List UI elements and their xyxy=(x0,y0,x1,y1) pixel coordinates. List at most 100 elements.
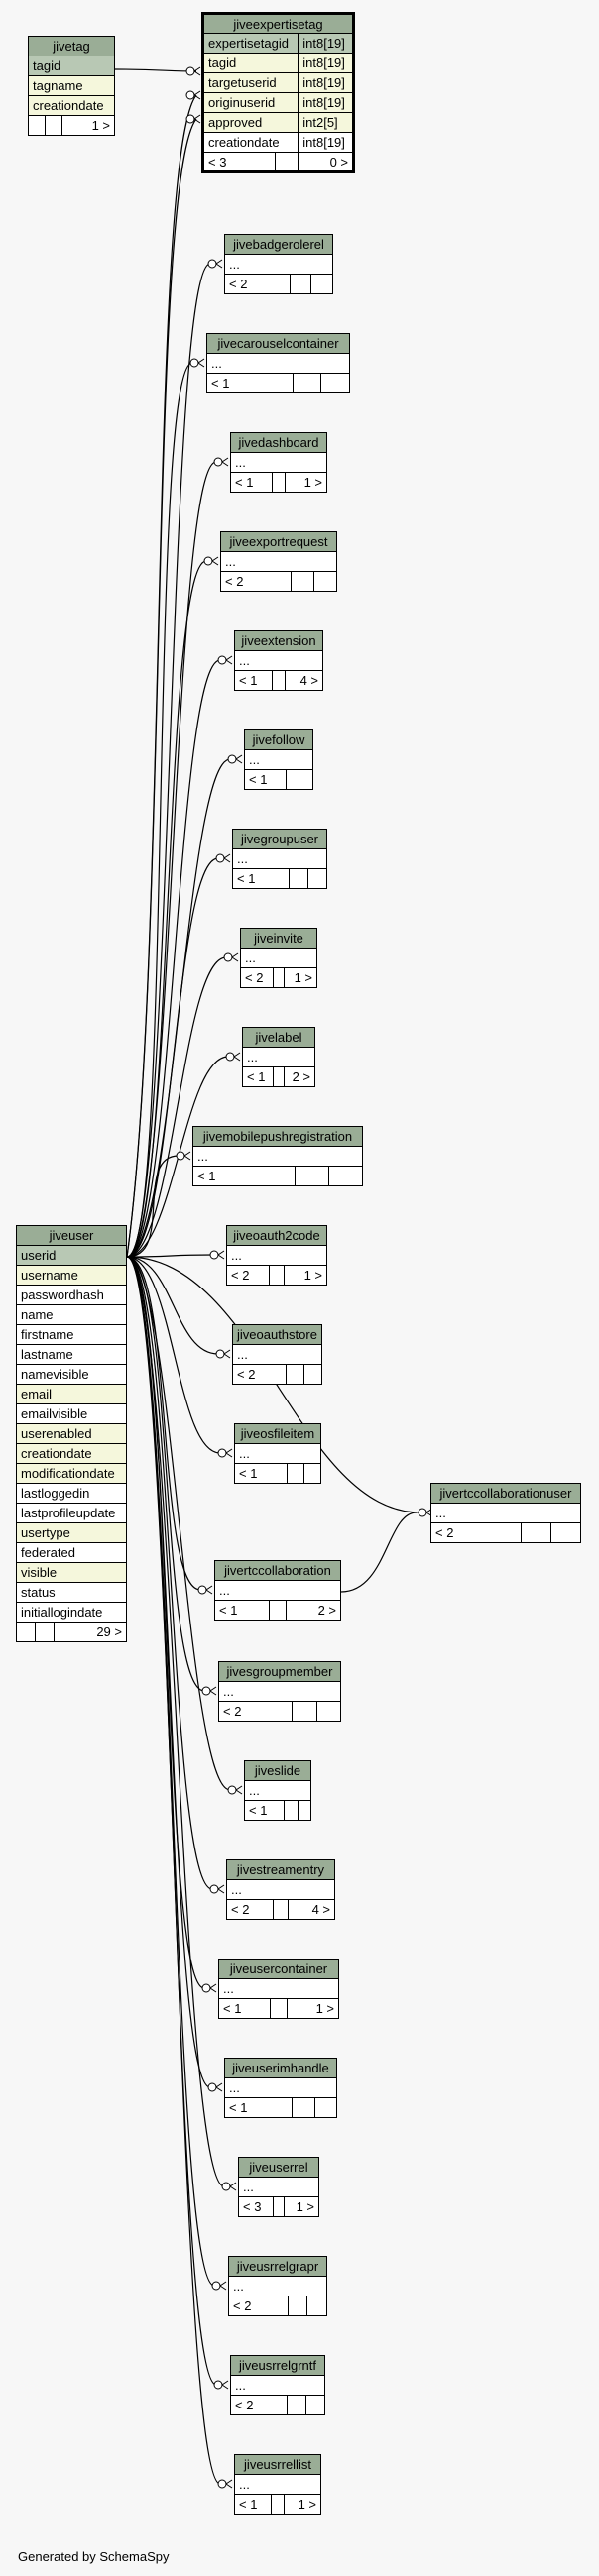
column-row: ... xyxy=(230,2375,325,2396)
column-row: status xyxy=(16,1582,127,1603)
column-row: email xyxy=(16,1384,127,1404)
table-title[interactable]: jiveuser xyxy=(16,1225,127,1246)
relationship-counts: < 1 xyxy=(231,868,327,889)
table-title[interactable]: jivesgroupmember xyxy=(218,1661,341,1682)
table-title[interactable]: jiveusrrellist xyxy=(234,2454,321,2475)
table-title[interactable]: jivertccollaborationuser xyxy=(430,1483,581,1504)
column-name: emailvisible xyxy=(16,1403,127,1424)
child-count: 2 > xyxy=(286,1600,341,1621)
column-row: modificationdate xyxy=(16,1463,127,1484)
count-spacer xyxy=(286,1463,304,1484)
crows-foot-marker xyxy=(233,1052,241,1062)
column-row: lastname xyxy=(16,1344,127,1365)
column-name: userid xyxy=(16,1245,127,1266)
parent-count: < 1 xyxy=(234,1463,288,1484)
table-title[interactable]: jivefollow xyxy=(244,729,313,750)
table-jivebadgerolerel[interactable]: jivebadgerolerel...< 2 xyxy=(224,234,333,294)
column-row: ... xyxy=(242,1047,315,1067)
table-title[interactable]: jiveextension xyxy=(234,630,323,651)
table-jivegroupuser[interactable]: jivegroupuser...< 1 xyxy=(231,829,327,889)
table-jiveosfileitem[interactable]: jiveosfileitem...< 1 xyxy=(234,1423,322,1484)
table-title[interactable]: jivestreamentry xyxy=(226,1859,335,1880)
table-title[interactable]: jiveusrrelgrapr xyxy=(228,2256,327,2277)
table-jiveslide[interactable]: jiveslide...< 1 xyxy=(243,1760,312,1821)
table-title[interactable]: jivedashboard xyxy=(230,432,327,453)
zero-or-more-marker xyxy=(201,1686,211,1696)
link-jiveuser-jiveexportrequest xyxy=(126,560,207,1258)
table-jivefollow[interactable]: jivefollow...< 1 xyxy=(244,729,313,790)
column-name: ... xyxy=(220,551,337,572)
table-title[interactable]: jivegroupuser xyxy=(232,829,327,849)
table-jiveuserimhandle[interactable]: jiveuserimhandle...< 1 xyxy=(223,2058,338,2118)
table-title[interactable]: jiveexpertisetag xyxy=(202,13,354,34)
crows-foot-marker xyxy=(221,2380,229,2390)
child-count xyxy=(315,1701,342,1722)
zero-or-more-marker xyxy=(227,1785,237,1795)
table-title[interactable]: jiveusrrelgrntf xyxy=(230,2355,325,2376)
child-count xyxy=(302,1463,322,1484)
table-title[interactable]: jiveusercontainer xyxy=(218,1959,339,1979)
parent-count: < 1 xyxy=(243,1800,286,1821)
count-spacer xyxy=(289,274,312,294)
table-title[interactable]: jiveinvite xyxy=(240,928,317,949)
table-title[interactable]: jiveoauthstore xyxy=(232,1324,322,1345)
column-type: int2[5] xyxy=(298,112,354,133)
column-name: tagname xyxy=(28,75,115,96)
table-jivertccollaborationuser[interactable]: jivertccollaborationuser...< 2 xyxy=(429,1483,581,1543)
table-jiveusrrelgrapr[interactable]: jiveusrrelgrapr...< 2 xyxy=(228,2256,327,2316)
column-name: modificationdate xyxy=(16,1463,127,1484)
crows-foot-marker xyxy=(183,1151,191,1161)
table-title[interactable]: jiveuserimhandle xyxy=(224,2058,337,2078)
table-title[interactable]: jivetag xyxy=(28,36,115,56)
table-jivemobilepushregistration[interactable]: jivemobilepushregistration...< 1 xyxy=(191,1126,363,1186)
crows-foot-marker xyxy=(235,754,243,764)
crows-foot-marker xyxy=(209,1686,217,1696)
table-title[interactable]: jiveoauth2code xyxy=(226,1225,327,1246)
table-jivesgroupmember[interactable]: jivesgroupmember...< 2 xyxy=(217,1661,342,1722)
count-spacer xyxy=(268,1600,288,1621)
table-title[interactable]: jivemobilepushregistration xyxy=(192,1126,363,1147)
column-row: ... xyxy=(218,1978,339,1999)
table-title[interactable]: jiveosfileitem xyxy=(234,1423,321,1444)
column-name: lastprofileupdate xyxy=(16,1503,127,1523)
zero-or-more-marker xyxy=(189,358,199,368)
column-type: int8[19] xyxy=(298,92,354,113)
table-title[interactable]: jivertccollaboration xyxy=(214,1560,341,1581)
table-jivecarouselcontainer[interactable]: jivecarouselcontainer...< 1 xyxy=(206,333,350,393)
column-type: int8[19] xyxy=(298,33,354,54)
table-title[interactable]: jivelabel xyxy=(242,1027,315,1048)
table-title[interactable]: jivecarouselcontainer xyxy=(206,333,350,354)
table-title[interactable]: jivebadgerolerel xyxy=(224,234,333,255)
table-jiveusrrelgrntf[interactable]: jiveusrrelgrntf...< 2 xyxy=(229,2355,325,2415)
child-count xyxy=(313,2097,338,2118)
count-spacer xyxy=(286,1364,305,1385)
table-title[interactable]: jiveexportrequest xyxy=(220,531,337,552)
column-row: emailvisible xyxy=(16,1403,127,1424)
child-count xyxy=(303,1364,322,1385)
table-title[interactable]: jiveuserrel xyxy=(238,2157,319,2178)
table-jiveexportrequest[interactable]: jiveexportrequest...< 2 xyxy=(220,531,338,592)
parent-count: < 1 xyxy=(218,1998,271,2019)
column-name: lastname xyxy=(16,1344,127,1365)
column-name: namevisible xyxy=(16,1364,127,1385)
table-title[interactable]: jiveslide xyxy=(244,1760,311,1781)
parent-count: < 1 xyxy=(241,1066,275,1087)
table-jiveoauthstore[interactable]: jiveoauthstore...< 2 xyxy=(231,1324,322,1385)
column-row: visible xyxy=(16,1562,127,1583)
column-row: ... xyxy=(220,551,337,572)
